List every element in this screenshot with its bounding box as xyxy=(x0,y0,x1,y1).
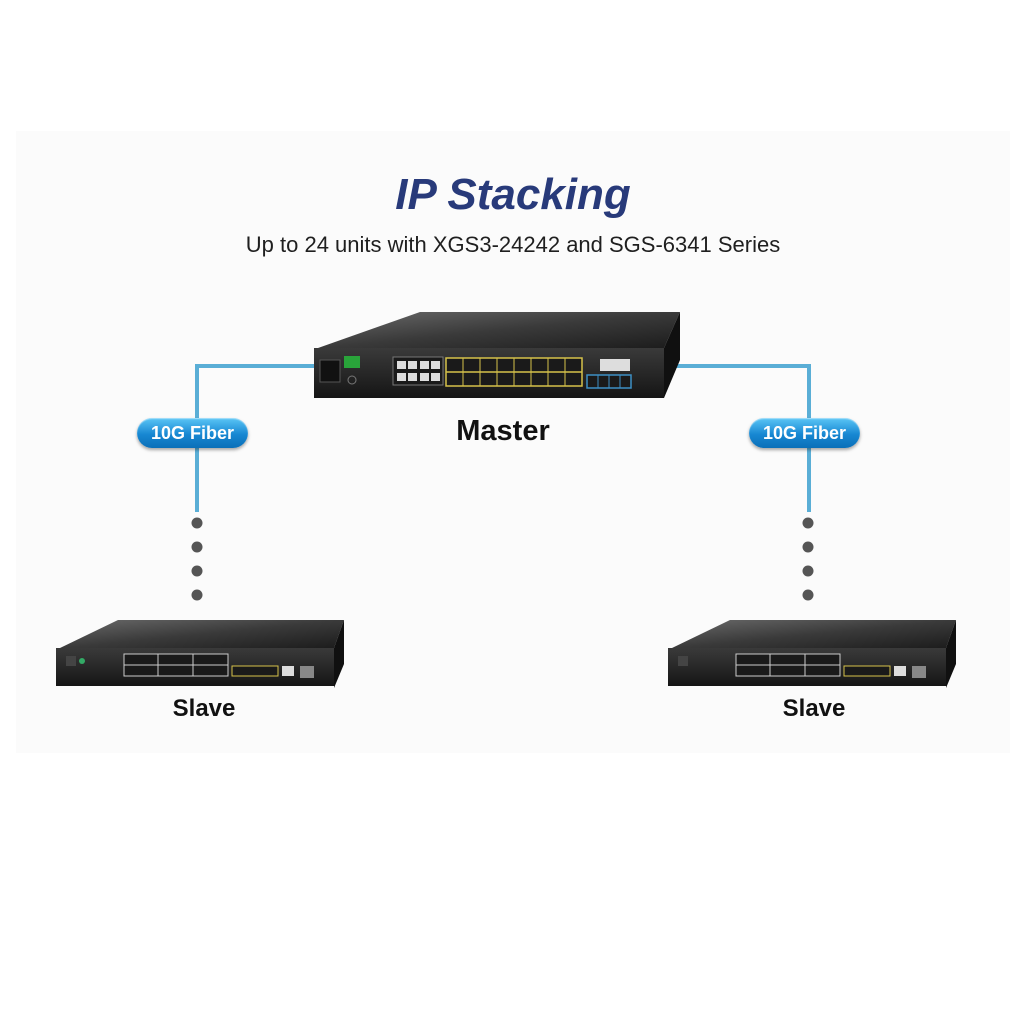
slave-switch-right xyxy=(668,620,956,688)
master-switch xyxy=(314,312,680,398)
slave-switch-left xyxy=(56,620,344,688)
fiber-link-left xyxy=(195,364,318,512)
continuation-dots-left xyxy=(191,517,203,601)
diagram-subtitle: Up to 24 units with XGS3-24242 and SGS-6… xyxy=(245,232,781,257)
master-10g-ports xyxy=(586,359,632,389)
master-rj45-ports xyxy=(392,356,444,386)
slave-left-label: Slave xyxy=(172,695,236,722)
link-label-left: 10G Fiber xyxy=(137,418,249,448)
continuation-dots-right xyxy=(802,517,814,601)
fiber-link-right xyxy=(664,364,811,512)
master-label: Master xyxy=(456,415,550,447)
master-sfp-ports xyxy=(445,357,583,387)
diagram-title: IP Stacking xyxy=(395,170,631,219)
link-label-right: 10G Fiber xyxy=(749,418,861,448)
slave-right-label: Slave xyxy=(782,695,846,722)
